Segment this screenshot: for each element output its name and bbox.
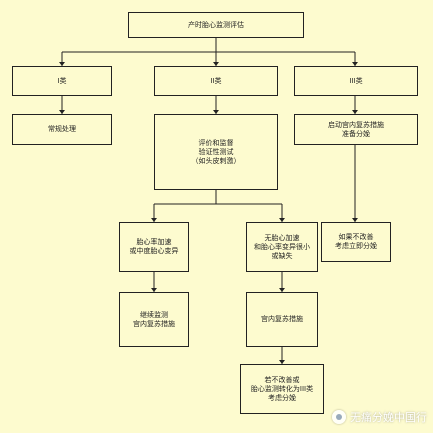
consider-delivery-node: 若不改善或 胎心监测转化为III类 考虑分娩 [240,364,324,414]
category-iii-node: III类 [294,66,418,96]
accel-or-moderate-variability-node: 胎心率加速 或中度胎心变异 [119,222,189,272]
wechat-logo-icon [332,410,346,424]
intrauterine-resuscitation-node: 宫内复苏措施 [246,292,318,347]
routine-management-node: 常规处理 [12,114,112,145]
resuscitation-prepare-node: 启动宫内复苏措施 准备分娩 [294,114,418,145]
watermark-text: 无痛分娩中国行 [350,411,427,424]
consider-immediate-delivery-node: 如果不改善 考虑立即分娩 [321,222,391,262]
watermark: 无痛分娩中国行 [332,409,427,425]
root-node: 产时胎心监测评估 [128,12,304,38]
evaluation-test-node: 评价和监督 验证性测试 （如头皮刺激） [154,114,278,190]
category-i-node: I类 [12,66,112,96]
no-accel-minimal-variability-node: 无胎心加速 和胎心率变异很小 或缺失 [246,222,318,272]
category-ii-node: II类 [154,66,278,96]
continue-monitoring-node: 继续监测 宫内复苏措施 [119,292,189,347]
